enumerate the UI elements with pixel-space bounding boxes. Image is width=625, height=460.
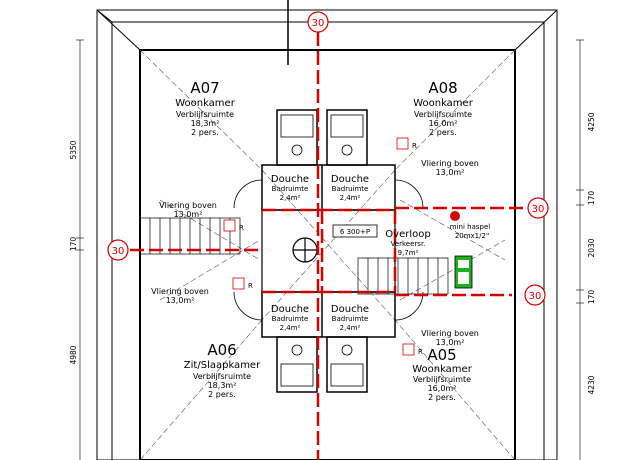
room-area: 16,0m² [428, 384, 457, 393]
svg-text:Badruimte: Badruimte [332, 185, 369, 193]
room-area: 18,3m² [208, 381, 237, 390]
shower-bottom-right: Douche Badruimte 2,4m² [331, 304, 369, 332]
svg-text:2,4m²: 2,4m² [340, 194, 361, 202]
room-area: 18,3m² [191, 119, 220, 128]
fire-rating-right-upper: 30 [527, 197, 549, 219]
room-pers: 2 pers. [428, 393, 456, 402]
room-area: 16,0m² [429, 119, 458, 128]
detector-icon: R [396, 137, 417, 150]
room-a06: A06 Zit/Slaapkamer Verblijfsruimte 18,3m… [184, 341, 261, 399]
svg-text:Vliering boven: Vliering boven [421, 159, 479, 168]
svg-text:Vliering boven: Vliering boven [151, 287, 209, 296]
svg-text:Overloop: Overloop [385, 229, 430, 240]
svg-text:R: R [412, 142, 417, 150]
svg-text:Vliering boven: Vliering boven [421, 329, 479, 338]
room-pers: 2 pers. [191, 128, 219, 137]
room-pers: 2 pers. [208, 390, 236, 399]
svg-text:30: 30 [532, 204, 545, 215]
svg-text:Badruimte: Badruimte [272, 185, 309, 193]
svg-text:13,0m²: 13,0m² [436, 168, 465, 177]
shower-top-right: Douche Badruimte 2,4m² [331, 174, 369, 202]
overloop-label: Overloop Verkeersr. 9,7m² [385, 229, 430, 257]
extinguisher-label: 6 300+P [332, 224, 378, 238]
svg-text:20mx1/2": 20mx1/2" [455, 232, 489, 240]
svg-text:Douche: Douche [331, 304, 369, 315]
dimension-left [76, 39, 84, 460]
room-code: A08 [428, 79, 457, 97]
vliering-top-right: Vliering boven 13,0m² [421, 159, 479, 177]
room-sub: Verblijfsruimte [413, 375, 471, 384]
hose-reel-icon [450, 211, 460, 221]
shower-bottom-left: Douche Badruimte 2,4m² [271, 304, 309, 332]
svg-text:Verkeersr.: Verkeersr. [391, 240, 426, 248]
dim-left-1: 5350 [69, 140, 78, 159]
svg-text:30: 30 [529, 291, 542, 302]
hose-reel: mini haspel 20mx1/2" [450, 211, 490, 240]
shower-top-left: Douche Badruimte 2,4m² [271, 174, 309, 202]
svg-text:Douche: Douche [271, 304, 309, 315]
vliering-bottom-left: Vliering boven 13,0m² [151, 287, 209, 305]
room-name: Zit/Slaapkamer [184, 360, 261, 371]
fire-lines [130, 32, 528, 460]
room-name: Woonkamer [413, 98, 474, 109]
svg-text:30: 30 [312, 18, 325, 29]
dim-right-4: 170 [587, 290, 596, 305]
smoke-detectors: R R R R [223, 137, 423, 356]
hose-cabinet-icon [454, 255, 473, 289]
dimension-right [576, 39, 584, 460]
room-code: A07 [190, 79, 219, 97]
svg-text:Badruimte: Badruimte [332, 315, 369, 323]
room-sub: Verblijfsruimte [176, 110, 234, 119]
svg-text:6 300+P: 6 300+P [340, 228, 370, 236]
fixtures [233, 114, 424, 387]
svg-text:13,0m²: 13,0m² [436, 338, 465, 347]
svg-text:Vliering boven: Vliering boven [159, 201, 217, 210]
dim-left-2: 170 [69, 237, 78, 252]
room-name: Woonkamer [412, 364, 473, 375]
svg-text:R: R [239, 224, 244, 232]
svg-text:2,4m²: 2,4m² [340, 324, 361, 332]
vliering-bottom-right: Vliering boven 13,0m² [421, 329, 479, 347]
room-pers: 2 pers. [429, 128, 457, 137]
detector-icon: R [223, 219, 244, 232]
fire-rating-markers: 30 30 30 30 [107, 11, 549, 306]
detector-icon: R [232, 277, 253, 290]
inner-walls [139, 49, 516, 460]
stairs-right [357, 257, 449, 295]
room-code: A06 [207, 341, 236, 359]
svg-text:R: R [418, 348, 423, 356]
dim-right-1: 4250 [587, 112, 596, 131]
room-name: Woonkamer [175, 98, 236, 109]
dim-right-5: 4230 [587, 375, 596, 394]
room-a07: A07 Woonkamer Verblijfsruimte 18,3m² 2 p… [175, 79, 236, 137]
svg-text:Douche: Douche [331, 174, 369, 185]
fire-rating-left: 30 [107, 239, 129, 261]
svg-text:9,7m²: 9,7m² [398, 249, 419, 257]
fire-rating-right-lower: 30 [524, 284, 546, 306]
svg-text:13,0m²: 13,0m² [166, 296, 195, 305]
fire-rating-top: 30 [307, 11, 329, 33]
stairs-left [139, 217, 241, 255]
bathroom-blocks [261, 109, 396, 393]
svg-text:mini haspel: mini haspel [450, 223, 490, 231]
svg-text:Badruimte: Badruimte [272, 315, 309, 323]
dim-left-3: 4980 [69, 345, 78, 364]
svg-text:13,0m²: 13,0m² [174, 210, 203, 219]
room-sub: Verblijfsruimte [414, 110, 472, 119]
svg-text:30: 30 [112, 246, 125, 257]
svg-text:Douche: Douche [271, 174, 309, 185]
room-a05: A05 Woonkamer Verblijfsruimte 16,0m² 2 p… [412, 346, 473, 402]
corridor [261, 209, 396, 293]
room-a08: A08 Woonkamer Verblijfsruimte 16,0m² 2 p… [413, 79, 474, 137]
vliering-top-left: Vliering boven 13,0m² [159, 201, 217, 219]
svg-text:2,4m²: 2,4m² [280, 194, 301, 202]
dim-right-3: 2030 [587, 238, 596, 257]
room-sub: Verblijfsruimte [193, 372, 251, 381]
dim-right-2: 170 [587, 191, 596, 206]
svg-text:2,4m²: 2,4m² [280, 324, 301, 332]
detector-icon: R [402, 343, 423, 356]
room-code: A05 [427, 346, 456, 364]
svg-text:R: R [248, 282, 253, 290]
